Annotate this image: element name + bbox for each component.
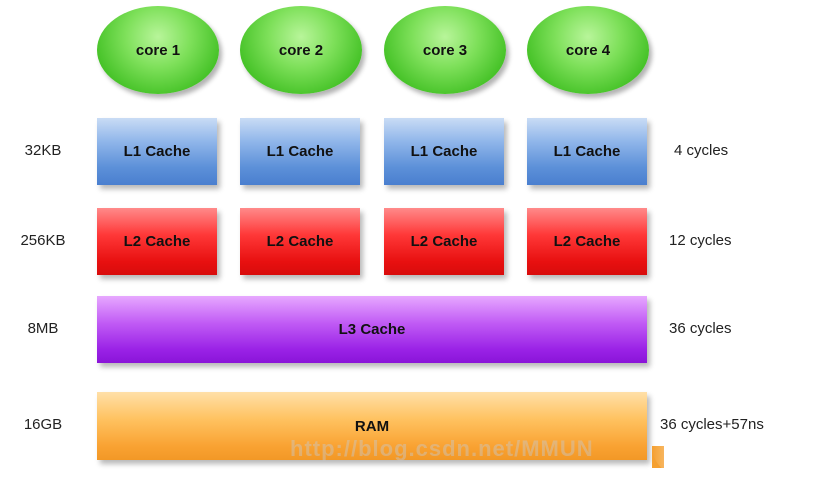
- l2-size-label: 256KB: [20, 232, 66, 249]
- l1-cache-core-1: L1 Cache: [97, 118, 217, 185]
- ram-label: RAM: [354, 417, 390, 435]
- watermark-text: http://blog.csdn.net/MMUN: [290, 436, 594, 461]
- l2-latency-label: 12 cycles: [669, 232, 732, 249]
- l1-cache-label: L1 Cache: [123, 143, 191, 160]
- core-1: core 1: [97, 6, 219, 94]
- l1-cache-label: L1 Cache: [553, 143, 621, 160]
- core-4: core 4: [527, 6, 649, 94]
- ram-size-label: 16GB: [23, 416, 63, 433]
- l3-latency-label: 36 cycles: [669, 320, 732, 337]
- l2-cache-label: L2 Cache: [123, 233, 191, 250]
- ram-block: RAM: [97, 392, 647, 460]
- l3-size-label: 8MB: [27, 320, 59, 337]
- l1-size-label: 32KB: [24, 142, 62, 159]
- l1-latency-label: 4 cycles: [674, 142, 729, 159]
- l2-cache-label: L2 Cache: [266, 233, 334, 250]
- l1-cache-core-4: L1 Cache: [527, 118, 647, 185]
- l2-cache-core-4: L2 Cache: [527, 208, 647, 275]
- l1-cache-core-3: L1 Cache: [384, 118, 504, 185]
- core-4-label: core 4: [565, 41, 611, 59]
- l2-cache-label: L2 Cache: [553, 233, 621, 250]
- l2-cache-core-3: L2 Cache: [384, 208, 504, 275]
- l2-cache-label: L2 Cache: [410, 233, 478, 250]
- core-2-label: core 2: [278, 41, 324, 59]
- l1-cache-core-2: L1 Cache: [240, 118, 360, 185]
- core-3-label: core 3: [422, 41, 468, 59]
- watermark-fade: [652, 410, 802, 476]
- l1-cache-label: L1 Cache: [410, 143, 478, 160]
- l3-cache: L3 Cache: [97, 296, 647, 363]
- core-3: core 3: [384, 6, 506, 94]
- l2-cache-core-1: L2 Cache: [97, 208, 217, 275]
- ram-latency-label: 36 cycles+57ns: [660, 416, 764, 433]
- l3-cache-label: L3 Cache: [338, 321, 406, 338]
- core-1-label: core 1: [135, 41, 181, 59]
- l2-cache-core-2: L2 Cache: [240, 208, 360, 275]
- core-2: core 2: [240, 6, 362, 94]
- l1-cache-label: L1 Cache: [266, 143, 334, 160]
